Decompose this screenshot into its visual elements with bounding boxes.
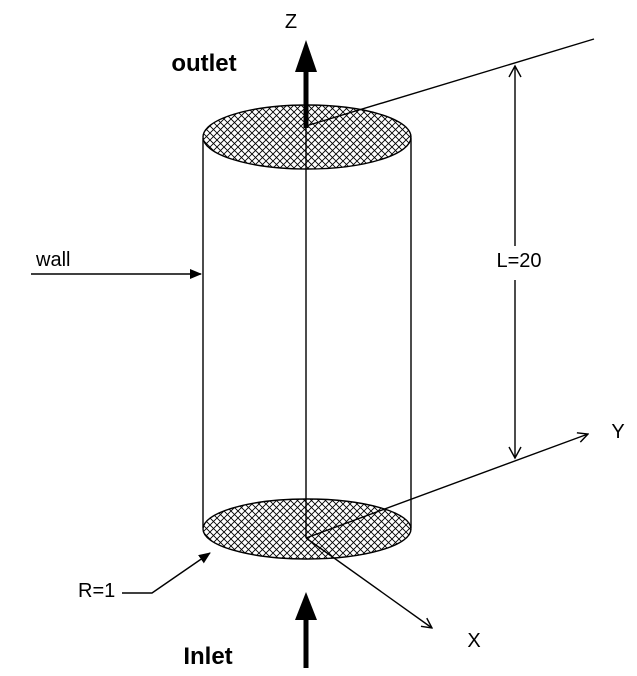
length-label: L=20: [496, 250, 541, 272]
z-axis-label: Z: [285, 11, 297, 33]
radius-label: R=1: [78, 580, 115, 602]
length-arrowhead-top: [508, 64, 522, 78]
y-axis-arrow: [305, 434, 588, 539]
y-axis-label: Y: [611, 421, 624, 443]
inlet-cap: [202, 498, 412, 560]
length-arrowhead-bottom: [508, 446, 522, 460]
top-reference-line: [305, 38, 595, 127]
wall-label: wall: [35, 249, 70, 271]
z-axis-arrowhead: [295, 40, 317, 72]
inlet-label: Inlet: [183, 643, 232, 670]
x-axis-label: X: [467, 630, 480, 652]
radius-leader-arrow: [122, 552, 211, 594]
x-axis-arrow: [305, 537, 432, 628]
inlet-arrowhead: [295, 592, 317, 620]
outlet-label: outlet: [171, 50, 236, 77]
